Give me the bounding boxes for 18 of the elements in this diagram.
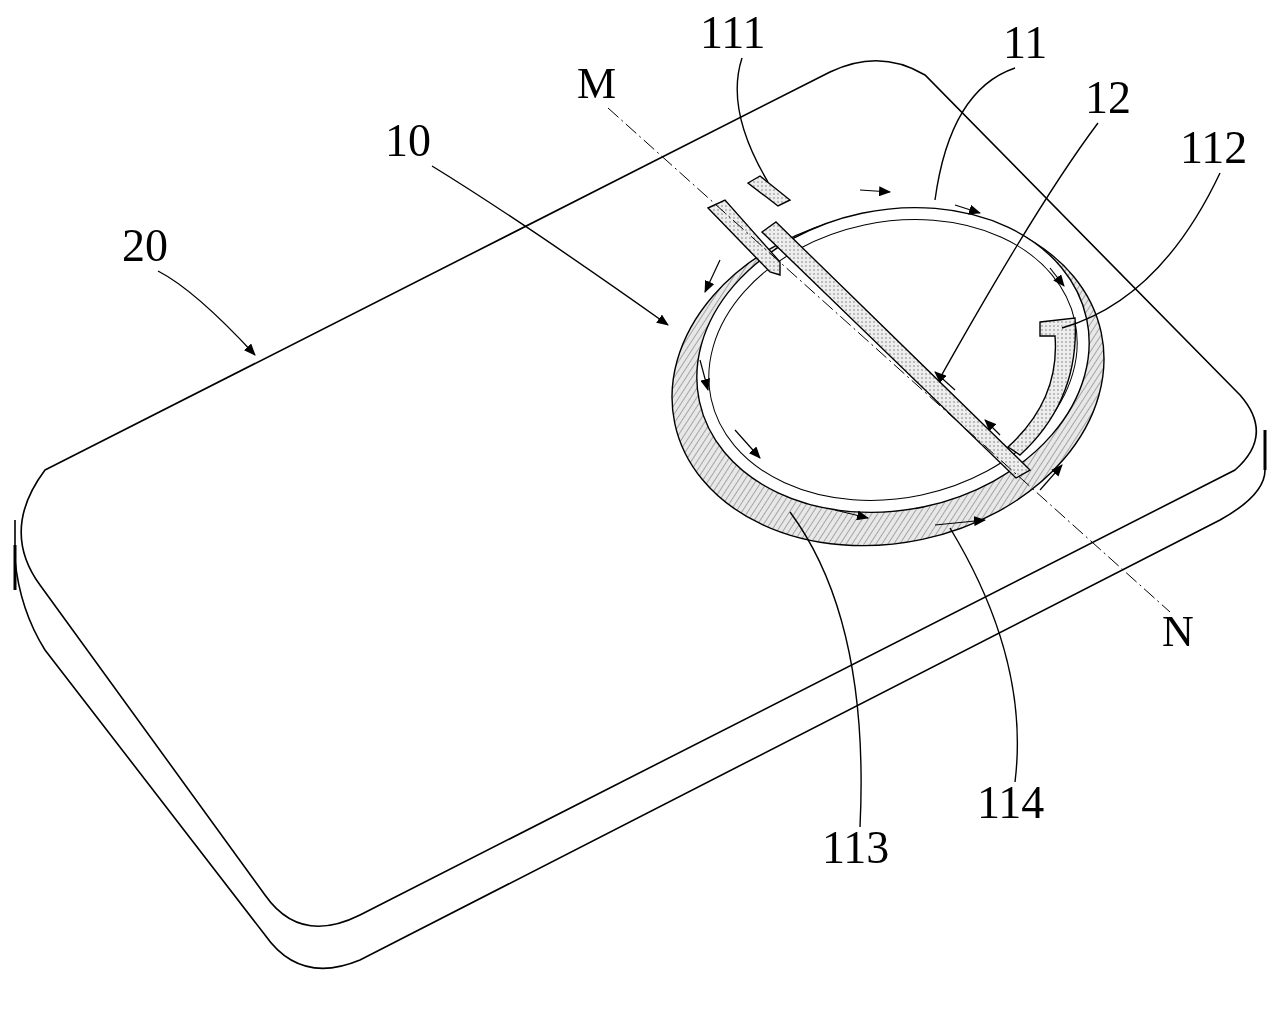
leader-arrow: [157, 270, 256, 356]
callout-number: 111: [700, 10, 766, 56]
leader-arrow: [431, 165, 669, 326]
section-mark: N: [1162, 610, 1194, 654]
callout-number: 114: [977, 780, 1045, 826]
section-mark: M: [577, 62, 617, 106]
leader-line: [934, 67, 1016, 201]
leader-line: [736, 57, 769, 183]
leader-line: [789, 511, 862, 828]
leader-line: [949, 527, 1019, 783]
callout-number: 20: [122, 223, 168, 269]
callout-number: 113: [822, 825, 890, 871]
coil-ring-drawing: [671, 175, 1105, 547]
callout-number: 112: [1180, 125, 1248, 171]
callout-number: 10: [385, 118, 431, 164]
callout-number: 11: [1003, 20, 1048, 66]
callout-number: 12: [1085, 75, 1131, 121]
leader-line: [1061, 172, 1221, 329]
